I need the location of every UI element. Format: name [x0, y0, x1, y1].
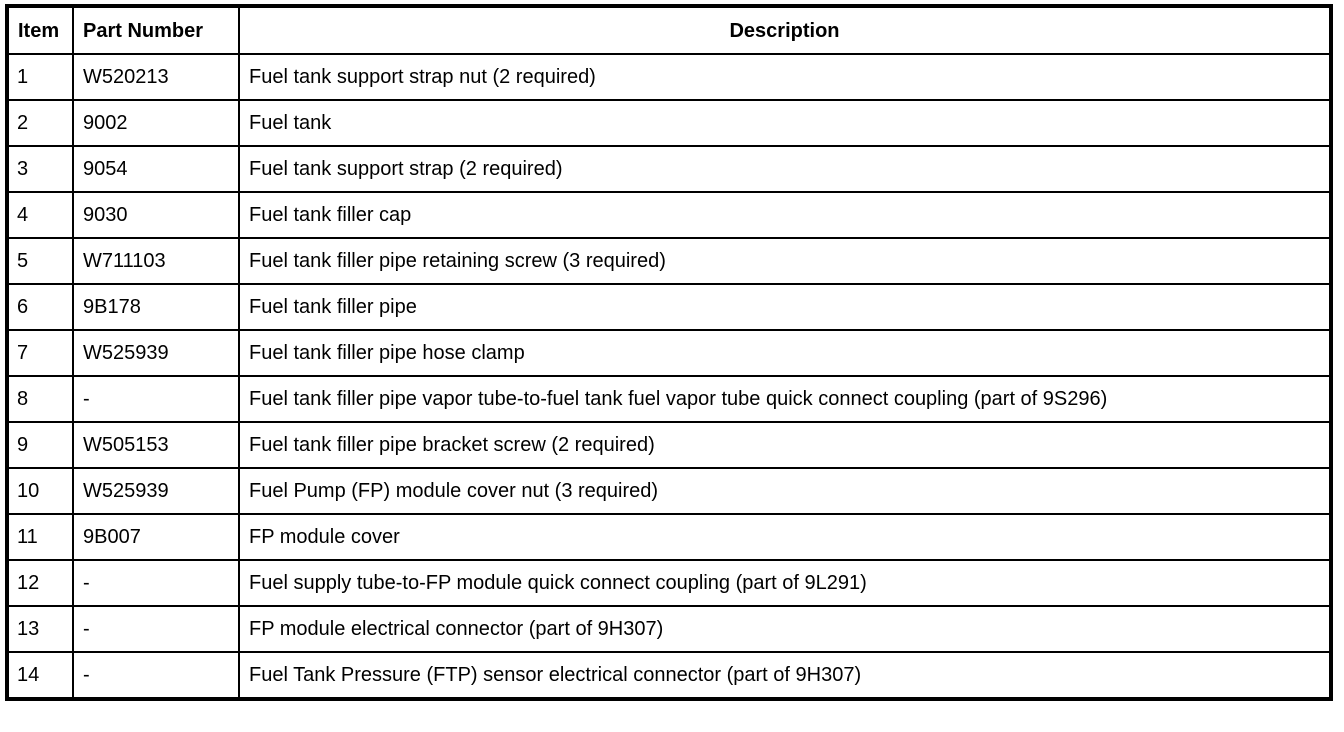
cell-description: Fuel tank support strap nut (2 required) [238, 53, 1332, 101]
cell-part-number: W520213 [72, 53, 240, 101]
cell-description: Fuel supply tube-to-FP module quick conn… [238, 559, 1332, 607]
cell-description: Fuel Tank Pressure (FTP) sensor electric… [238, 651, 1332, 700]
cell-item: 7 [6, 329, 74, 377]
cell-part-number: 9054 [72, 145, 240, 193]
cell-item: 9 [6, 421, 74, 469]
cell-part-number: 9B007 [72, 513, 240, 561]
cell-description: Fuel tank [238, 99, 1332, 147]
cell-item: 11 [6, 513, 74, 561]
cell-part-number: W711103 [72, 237, 240, 285]
cell-description: Fuel tank support strap (2 required) [238, 145, 1332, 193]
cell-part-number: W525939 [72, 467, 240, 515]
cell-item: 6 [6, 283, 74, 331]
cell-part-number: 9002 [72, 99, 240, 147]
cell-description: Fuel tank filler pipe [238, 283, 1332, 331]
cell-item: 14 [6, 651, 74, 700]
table-row: 14-Fuel Tank Pressure (FTP) sensor elect… [6, 651, 1332, 700]
cell-part-number: - [72, 375, 240, 423]
cell-description: Fuel Pump (FP) module cover nut (3 requi… [238, 467, 1332, 515]
table-row: 13-FP module electrical connector (part … [6, 605, 1332, 653]
cell-part-number: - [72, 605, 240, 653]
cell-item: 5 [6, 237, 74, 285]
cell-part-number: 9B178 [72, 283, 240, 331]
column-header-item: Item [6, 5, 74, 55]
cell-item: 13 [6, 605, 74, 653]
cell-part-number: W505153 [72, 421, 240, 469]
table-row: 8-Fuel tank filler pipe vapor tube-to-fu… [6, 375, 1332, 423]
cell-description: Fuel tank filler pipe retaining screw (3… [238, 237, 1332, 285]
cell-description: FP module cover [238, 513, 1332, 561]
cell-part-number: - [72, 559, 240, 607]
table-header-row: Item Part Number Description [6, 5, 1332, 55]
table-row: 12-Fuel supply tube-to-FP module quick c… [6, 559, 1332, 607]
cell-description: FP module electrical connector (part of … [238, 605, 1332, 653]
cell-item: 2 [6, 99, 74, 147]
cell-description: Fuel tank filler pipe hose clamp [238, 329, 1332, 377]
table-header: Item Part Number Description [6, 5, 1332, 55]
cell-item: 3 [6, 145, 74, 193]
cell-item: 4 [6, 191, 74, 239]
cell-description: Fuel tank filler pipe vapor tube-to-fuel… [238, 375, 1332, 423]
cell-part-number: 9030 [72, 191, 240, 239]
column-header-description: Description [238, 5, 1332, 55]
cell-item: 8 [6, 375, 74, 423]
cell-item: 12 [6, 559, 74, 607]
cell-description: Fuel tank filler pipe bracket screw (2 r… [238, 421, 1332, 469]
cell-part-number: W525939 [72, 329, 240, 377]
cell-description: Fuel tank filler cap [238, 191, 1332, 239]
column-header-part-number: Part Number [72, 5, 240, 55]
cell-item: 10 [6, 467, 74, 515]
cell-part-number: - [72, 651, 240, 700]
cell-item: 1 [6, 53, 74, 101]
